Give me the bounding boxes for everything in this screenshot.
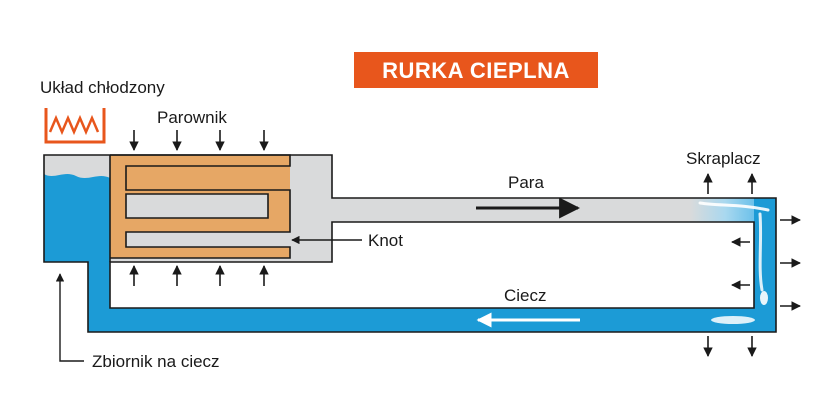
inner-outline [109, 221, 755, 309]
title-text: RURKA CIEPLNA [382, 58, 570, 83]
evaporator-label: Parownik [157, 108, 227, 127]
condensate-pool [711, 316, 755, 324]
wick-lower-arm [126, 222, 290, 232]
wick-slot [126, 194, 268, 218]
wick-outline-bottom [110, 222, 291, 259]
title-background [354, 52, 598, 88]
heat-out-arrows [703, 173, 801, 357]
heater-coil-icon [48, 114, 100, 136]
liquid-label: Ciecz [504, 286, 547, 305]
condenser-label: Skraplacz [686, 149, 761, 168]
heat-in-arrows-bottom [129, 265, 269, 286]
wick-upper-arm [126, 166, 290, 190]
condensate-drip [758, 212, 764, 292]
outlines [43, 154, 777, 333]
heater-frame [44, 108, 106, 144]
liquid-return-channel [88, 308, 776, 332]
condensate-streak [698, 201, 770, 212]
wick-label: Knot [368, 231, 403, 250]
condensate-drop [760, 291, 768, 305]
title-banner: RURKA CIEPLNA [354, 52, 598, 88]
condenser-wall [754, 198, 776, 332]
vapor-label: Para [508, 173, 544, 192]
outer-outline [43, 154, 777, 333]
heat-in-arrows-top [129, 130, 269, 151]
wick-outline-top [109, 154, 291, 262]
reservoir-label: Zbiornik na ciecz [92, 352, 220, 371]
cooled-system-label: Układ chłodzony [40, 78, 165, 97]
wick-slot-outline [125, 193, 269, 219]
reservoir-pointer-icon [55, 273, 84, 362]
reservoir-vapor-space [44, 155, 110, 178]
vapor-pipe [332, 198, 754, 222]
